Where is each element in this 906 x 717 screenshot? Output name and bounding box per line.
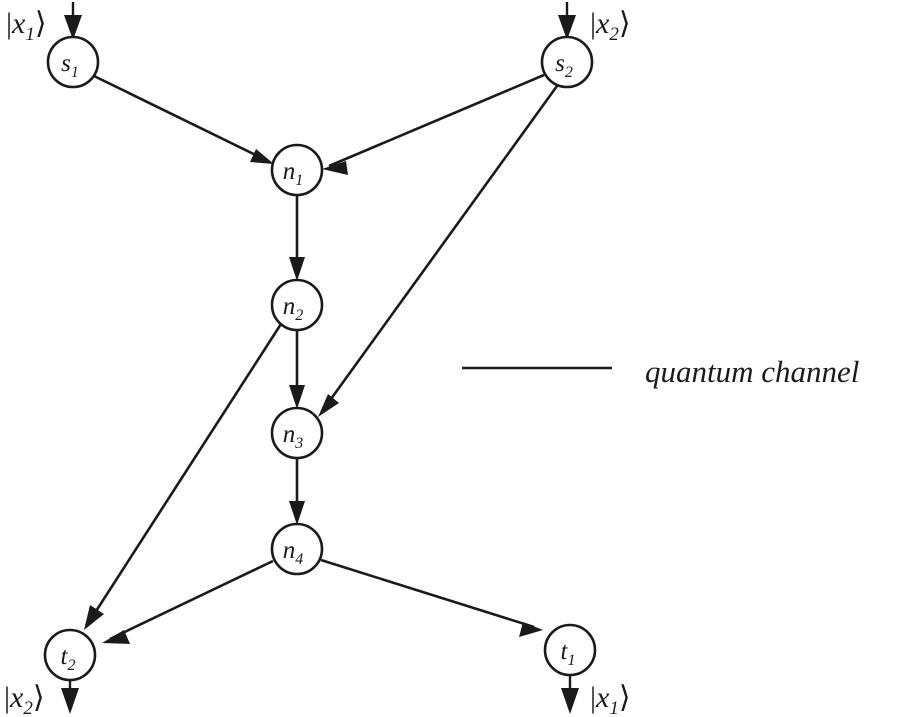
node-n2[interactable]: n2 <box>270 278 324 332</box>
node-label-t1: t1 <box>561 638 576 669</box>
node-n1[interactable]: n1 <box>270 143 324 197</box>
node-label-s2: s2 <box>555 50 573 81</box>
node-label-s1: s1 <box>61 50 79 81</box>
ket-label-group: |x1⟩ |x2⟩ |x2⟩ |x1⟩ <box>4 7 631 717</box>
edge-n3-n4 <box>289 458 305 525</box>
node-circle-s1[interactable] <box>46 35 100 89</box>
edge-line-s2-n3 <box>321 85 559 411</box>
edge-n1-n2 <box>289 195 305 281</box>
edge-line-s1-n1 <box>93 74 269 163</box>
edge-n4-t2 <box>102 559 274 644</box>
node-label-n2: n2 <box>283 293 304 324</box>
node-n4[interactable]: n4 <box>270 522 324 576</box>
input-arrow-s1 <box>64 2 82 40</box>
node-group: s1 s2 n1 n2 n3 n4 <box>43 35 597 682</box>
edge-group <box>84 73 559 644</box>
arrowhead-input-s2 <box>558 15 576 40</box>
output-arrow-t2 <box>61 680 79 714</box>
node-circle-n4[interactable] <box>270 522 324 576</box>
node-n3[interactable]: n3 <box>270 406 324 460</box>
node-circle-n1[interactable] <box>270 143 324 197</box>
input-arrow-s2 <box>558 2 576 40</box>
edge-s1-n1 <box>93 74 274 164</box>
arrowhead-n4-t1 <box>519 622 543 637</box>
ket-label-x2-input: |x2⟩ <box>590 7 631 45</box>
edge-line-n4-t1 <box>320 558 535 629</box>
node-circle-n3[interactable] <box>270 406 324 460</box>
node-circle-t2[interactable] <box>43 628 97 682</box>
edge-line-n2-t2 <box>87 323 283 623</box>
arrowhead-output-t1 <box>561 688 579 714</box>
arrowhead-output-t2 <box>61 688 79 714</box>
arrowhead-s2-n3 <box>318 394 339 417</box>
node-circle-t1[interactable] <box>543 623 597 677</box>
arrowhead-n4-t2 <box>102 630 130 644</box>
node-circle-s2[interactable] <box>540 35 594 89</box>
ket-label-x1-input: |x1⟩ <box>6 7 47 45</box>
ket-label-x1-output: |x1⟩ <box>590 681 631 717</box>
legend: quantum channel <box>462 354 859 389</box>
ket-label-x2-output: |x2⟩ <box>4 681 45 717</box>
edge-s2-n1 <box>322 73 545 175</box>
node-label-n1: n1 <box>283 158 304 189</box>
edge-line-s2-n1 <box>328 73 545 168</box>
node-s1[interactable]: s1 <box>46 35 100 89</box>
arrowhead-s1-n1 <box>250 149 274 164</box>
io-arrow-group <box>61 2 579 714</box>
edge-n4-t1 <box>320 558 543 637</box>
arrowhead-n2-n3 <box>289 385 305 409</box>
edge-n2-n3 <box>289 330 305 409</box>
arrowhead-input-s1 <box>64 15 82 40</box>
node-t2[interactable]: t2 <box>43 628 97 682</box>
output-arrow-t1 <box>561 675 579 714</box>
arrowhead-n3-n4 <box>289 501 305 525</box>
node-label-t2: t2 <box>61 643 76 674</box>
node-circle-n2[interactable] <box>270 278 324 332</box>
node-label-n4: n4 <box>283 537 304 568</box>
arrowhead-n1-n2 <box>289 257 305 281</box>
edge-s2-n3 <box>318 85 559 417</box>
edge-line-n4-t2 <box>109 559 274 641</box>
node-t1[interactable]: t1 <box>543 623 597 677</box>
edge-n2-t2 <box>84 323 283 630</box>
arrowhead-n2-t2 <box>84 605 104 630</box>
node-s2[interactable]: s2 <box>540 35 594 89</box>
node-label-n3: n3 <box>283 421 304 452</box>
arrowhead-s2-n1 <box>322 161 348 175</box>
legend-label-quantum-channel: quantum channel <box>645 354 859 389</box>
